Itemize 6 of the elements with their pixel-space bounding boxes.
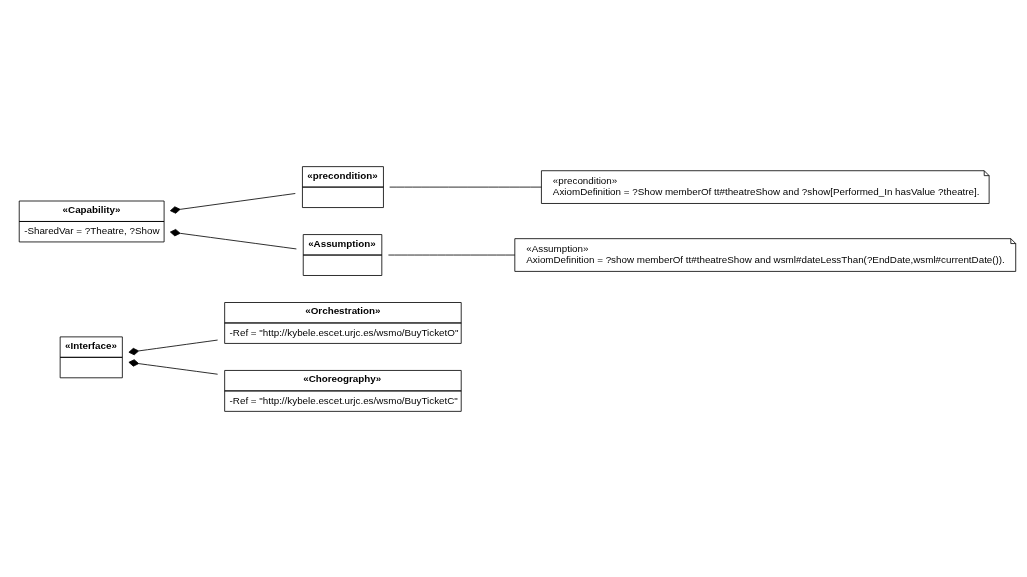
connector	[388, 186, 542, 187]
connector	[169, 192, 296, 214]
connector	[169, 228, 297, 249]
connector	[387, 254, 515, 255]
connector	[128, 358, 218, 375]
connector	[128, 339, 218, 355]
